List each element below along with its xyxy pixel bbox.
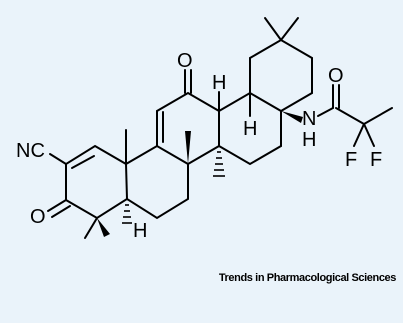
c14-methyl-hash <box>213 151 225 177</box>
nitrile-bond <box>49 153 67 165</box>
ring-e-bonds <box>249 38 313 112</box>
ketone-bond-left-b <box>51 205 71 218</box>
c-f1-bond <box>353 123 365 147</box>
c8-methyl-wedge <box>185 131 191 164</box>
atom-h-c5: H <box>133 220 147 242</box>
c4-methyl-2-wedge <box>97 218 110 237</box>
cf2-methyl-bond <box>363 107 393 125</box>
atom-n-amide: N <box>302 108 316 130</box>
amide-n-c-bond <box>317 107 334 117</box>
ring-c-bonds <box>156 91 220 165</box>
atom-nc: NC <box>16 140 45 162</box>
ring-a-bonds <box>65 144 129 220</box>
ring-d-bonds <box>218 91 282 166</box>
bond-skeleton <box>47 17 393 239</box>
journal-credit: Trends in Pharmacological Sciences <box>219 272 396 284</box>
atom-f1: F <box>345 149 357 171</box>
c-f2-bond <box>363 123 375 147</box>
e-ring-methyl-1 <box>264 17 282 41</box>
c4-methyl-1 <box>84 217 98 239</box>
ketone-bond-left-a <box>47 199 67 212</box>
ring-b-bonds <box>125 144 189 220</box>
amide-c-cf2-bond <box>335 107 365 125</box>
double-bond-c1-c2 <box>71 155 95 169</box>
c5-h-hash <box>122 204 132 224</box>
atom-f2: F <box>370 149 382 171</box>
atom-h-c9: H <box>212 72 226 94</box>
n-wedge <box>281 111 303 123</box>
e-ring-methyl-2 <box>280 17 299 41</box>
atom-o-left: O <box>30 206 46 228</box>
atom-o-amide: O <box>328 65 344 87</box>
atom-o-top: O <box>177 50 193 72</box>
atom-h-amide: H <box>302 129 316 151</box>
atom-h-c18: H <box>243 118 257 140</box>
